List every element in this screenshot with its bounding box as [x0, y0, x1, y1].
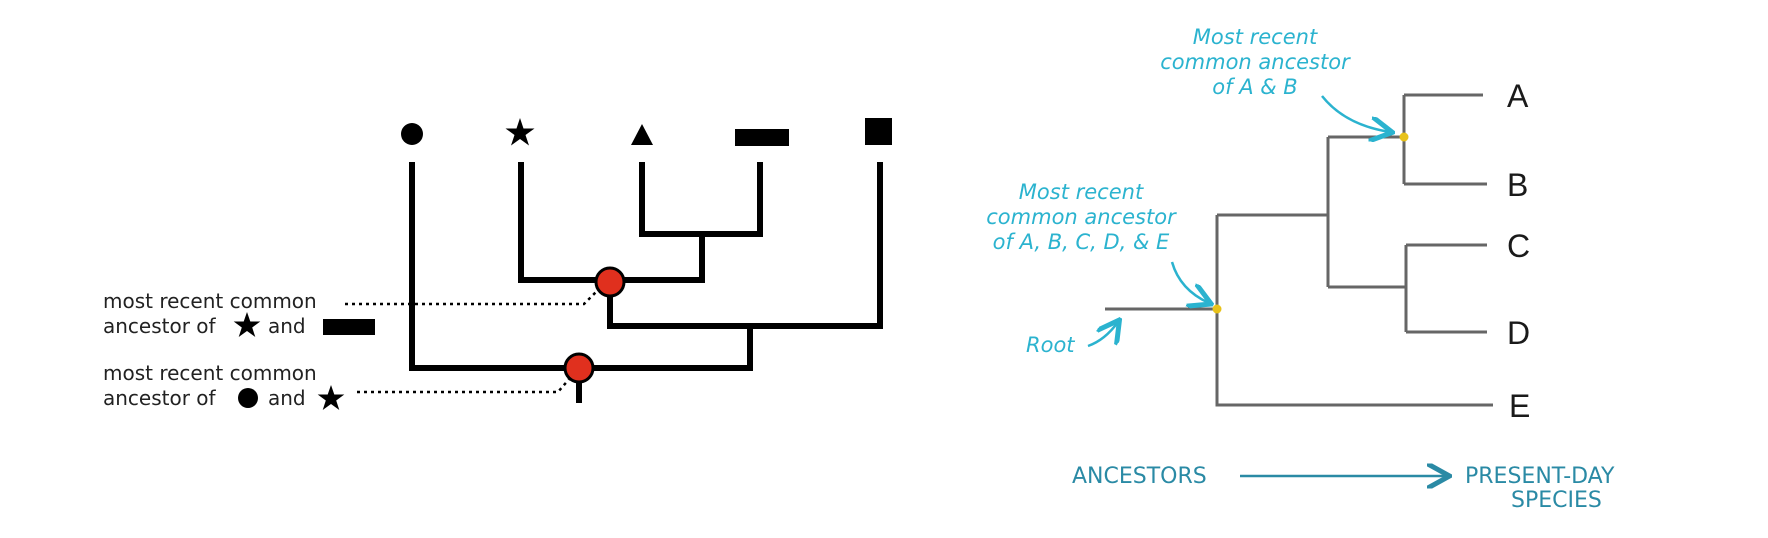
note-ab-line2: common ancestor [1160, 50, 1351, 74]
note-ab-arrow [1321, 95, 1390, 132]
square-tip-icon [865, 118, 892, 145]
star-tip-icon [505, 118, 535, 146]
mrca-circle-star-label-prefix: ancestor of [103, 386, 217, 410]
star-label-icon-2 [317, 385, 345, 410]
root-arrow [1087, 322, 1118, 348]
tip-e: E [1509, 388, 1530, 424]
note-root-line3: of A, B, C, D, & E [993, 230, 1170, 254]
mrca-star-bar-label-line1: most recent common [103, 289, 317, 313]
note-ab-line3: of A & B [1212, 75, 1297, 99]
root-label: Root [1026, 333, 1075, 357]
mrca-star-bar-label-prefix: ancestor of [103, 314, 217, 338]
star-label-icon [233, 312, 261, 337]
circle-label-icon [238, 388, 258, 408]
tip-b: B [1507, 167, 1528, 203]
axis-present-label-line2: SPECIES [1511, 488, 1602, 513]
right-tree: A B C D E Most recent common ancestor of… [986, 25, 1615, 513]
note-root-line2: common ancestor [986, 205, 1177, 229]
mrca-ab-node [1399, 132, 1409, 142]
note-root-line1: Most recent [1019, 180, 1144, 204]
bar-tip-icon [735, 129, 789, 146]
note-mrca-root: Most recent common ancestor of A, B, C, … [986, 180, 1177, 254]
bar-label-icon [323, 319, 375, 335]
circle-tip-icon [401, 123, 423, 145]
tip-c: C [1507, 228, 1530, 264]
left-tree: most recent common ancestor of and most … [103, 118, 892, 410]
note-mrca-ab: Most recent common ancestor of A & B [1160, 25, 1351, 99]
axis-ancestors-label: ANCESTORS [1072, 464, 1207, 489]
note-ab-line1: Most recent [1193, 25, 1318, 49]
triangle-tip-icon [631, 124, 653, 145]
tip-d: D [1507, 315, 1530, 351]
mrca-circle-star-label-and: and [268, 386, 306, 410]
leader-dotted-2 [357, 377, 571, 394]
mrca-circle-star-node [563, 352, 595, 384]
mrca-circle-star-label-line1: most recent common [103, 361, 317, 385]
axis-present-label-line1: PRESENT-DAY [1465, 464, 1615, 489]
leader-dotted-1 [345, 289, 599, 306]
left-tree-branches [409, 162, 883, 403]
tip-a: A [1507, 78, 1529, 114]
note-root-arrow [1170, 261, 1209, 303]
mrca-star-bar-label-and: and [268, 314, 306, 338]
root-mrca-node [1212, 304, 1222, 314]
right-tree-branches [1105, 93, 1493, 407]
mrca-star-bar-node [594, 266, 626, 298]
